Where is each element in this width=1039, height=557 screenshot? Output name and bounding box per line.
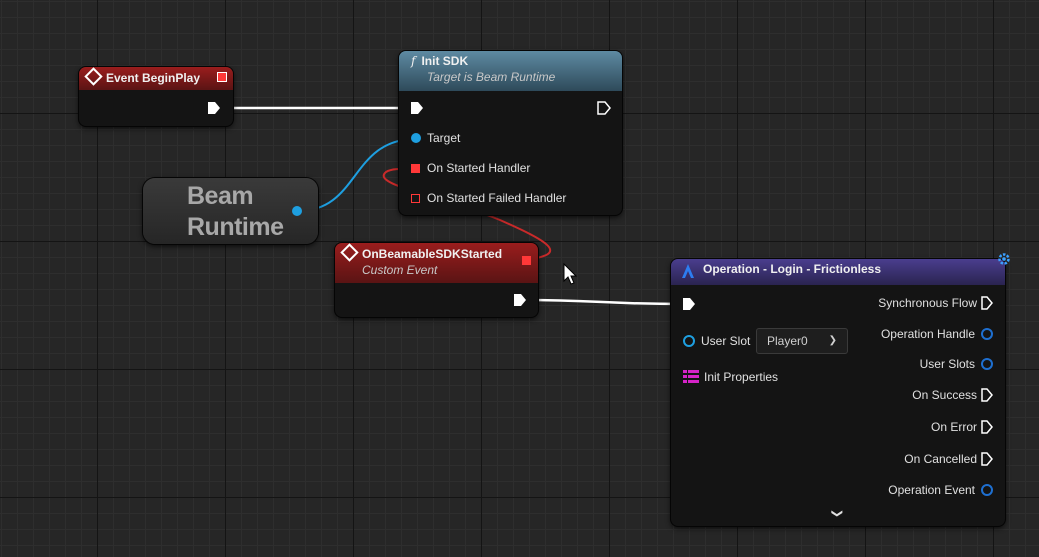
- operation-handle-label: Operation Handle: [880, 327, 975, 341]
- exec-output-pin[interactable]: [513, 293, 527, 307]
- on-beamable-sdk-started-title: OnBeamableSDKStarted: [362, 247, 503, 261]
- event-beginplay-header: Event BeginPlay: [79, 67, 233, 90]
- object-pin-empty-icon: [981, 358, 993, 370]
- synchronous-flow-label: Synchronous Flow: [878, 296, 977, 310]
- on-started-handler-label: On Started Handler: [427, 161, 531, 175]
- init-sdk-node[interactable]: f Init SDK Target is Beam Runtime Target …: [399, 51, 622, 215]
- user-slot-label: User Slot: [701, 334, 751, 348]
- beam-runtime-node[interactable]: Beam Runtime: [143, 178, 318, 244]
- delegate-pin-empty-icon: [411, 193, 420, 203]
- delegate-output-pin[interactable]: [217, 72, 227, 82]
- on-started-failed-handler-row[interactable]: On Started Failed Handler: [411, 191, 566, 205]
- gear-icon[interactable]: [996, 251, 1012, 267]
- init-sdk-subtitle: Target is Beam Runtime: [427, 70, 556, 84]
- function-icon: f: [411, 54, 416, 68]
- exec-output-pin[interactable]: [597, 101, 611, 115]
- expand-chevron-icon[interactable]: ❯: [831, 508, 844, 519]
- exec-wire-sdkstarted-login: [521, 298, 686, 306]
- user-slot-dropdown[interactable]: Player0 ❯: [756, 328, 848, 354]
- event-beginplay-node[interactable]: Event BeginPlay: [79, 67, 233, 126]
- on-error-label: On Error: [930, 420, 977, 434]
- object-pin-icon: [411, 133, 421, 143]
- object-pin-empty-icon: [981, 484, 993, 496]
- user-slot-row[interactable]: User Slot: [683, 334, 750, 348]
- synchronous-flow-row[interactable]: Synchronous Flow: [878, 296, 993, 310]
- init-properties-row[interactable]: Init Properties: [683, 369, 778, 385]
- target-pin-label: Target: [427, 131, 461, 145]
- beamable-logo-icon: [682, 264, 694, 278]
- init-properties-label: Init Properties: [704, 370, 779, 384]
- object-output-pin[interactable]: [292, 206, 302, 216]
- on-started-failed-handler-label: On Started Failed Handler: [427, 191, 567, 205]
- beam-runtime-line2: Runtime: [187, 213, 284, 241]
- target-pin-row[interactable]: Target: [411, 131, 460, 145]
- delegate-output-pin[interactable]: [522, 256, 531, 265]
- operation-handle-row[interactable]: Operation Handle: [881, 327, 993, 341]
- mouse-cursor-icon: [563, 262, 578, 285]
- operation-login-title: Operation - Login - Frictionless: [703, 262, 882, 276]
- init-sdk-header: f Init SDK Target is Beam Runtime: [399, 51, 622, 91]
- exec-input-pin[interactable]: [682, 297, 696, 311]
- beam-runtime-label: Beam Runtime: [187, 181, 284, 243]
- beam-runtime-line1: Beam: [187, 182, 254, 210]
- on-beamable-sdk-started-header: OnBeamableSDKStarted Custom Event: [335, 243, 538, 283]
- exec-input-pin[interactable]: [410, 101, 424, 115]
- on-started-handler-row[interactable]: On Started Handler: [411, 161, 530, 175]
- on-beamable-sdk-started-node[interactable]: OnBeamableSDKStarted Custom Event: [335, 243, 538, 317]
- object-pin-empty-icon: [981, 328, 993, 340]
- custom-event-subtitle: Custom Event: [362, 263, 438, 277]
- exec-output-pin: [981, 388, 993, 402]
- exec-output-pin: [981, 420, 993, 434]
- delegate-pin-icon: [411, 163, 420, 173]
- operation-event-row[interactable]: Operation Event: [888, 483, 993, 497]
- on-success-label: On Success: [912, 388, 977, 402]
- on-success-row[interactable]: On Success: [912, 388, 993, 402]
- event-diamond-icon: [340, 243, 359, 262]
- user-slots-label: User Slots: [919, 357, 975, 371]
- event-diamond-icon: [84, 67, 103, 86]
- on-cancelled-row[interactable]: On Cancelled: [904, 452, 993, 466]
- struct-grid-icon: [683, 370, 699, 383]
- on-error-row[interactable]: On Error: [931, 420, 993, 434]
- event-beginplay-title: Event BeginPlay: [106, 71, 201, 85]
- operation-login-node[interactable]: Operation - Login - Frictionless User Sl…: [671, 253, 1010, 526]
- exec-output-pin[interactable]: [207, 101, 221, 115]
- chevron-down-icon: ❯: [828, 335, 837, 346]
- exec-output-pin: [981, 452, 993, 466]
- init-sdk-title: Init SDK: [421, 54, 469, 68]
- object-pin-empty-icon: [683, 335, 695, 347]
- operation-event-label: Operation Event: [888, 483, 975, 497]
- operation-login-header: Operation - Login - Frictionless: [671, 259, 1005, 285]
- user-slots-row[interactable]: User Slots: [920, 357, 993, 371]
- on-cancelled-label: On Cancelled: [904, 452, 977, 466]
- user-slot-value: Player0: [767, 334, 808, 348]
- exec-output-pin: [981, 296, 993, 310]
